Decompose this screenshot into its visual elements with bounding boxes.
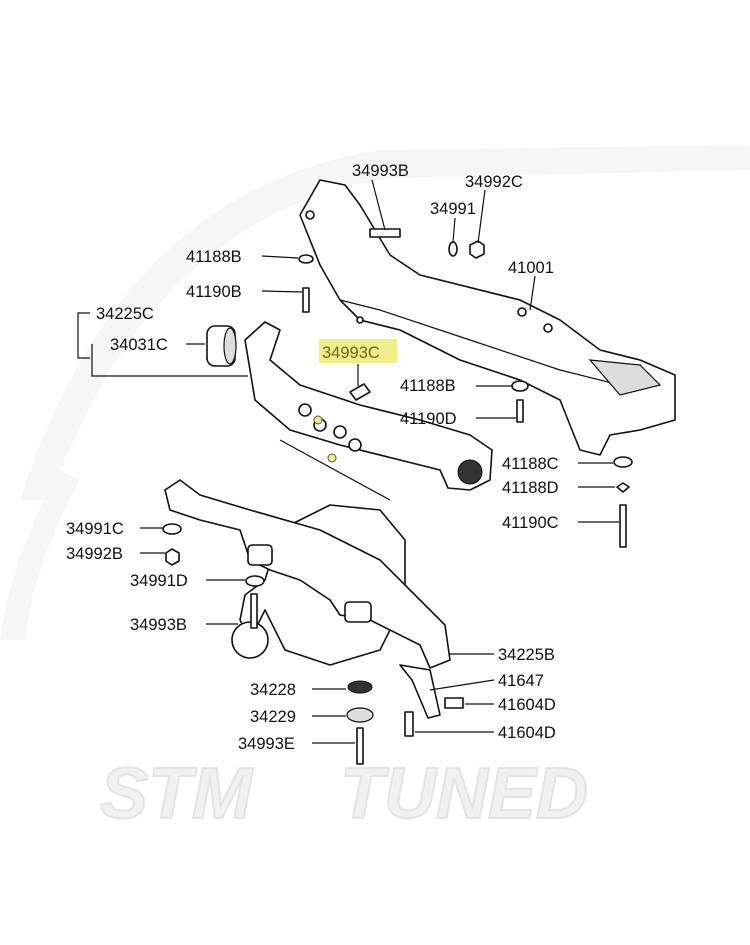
label-34229[interactable]: 34229 <box>250 708 296 726</box>
part-labels: 34993B 34992C 34991 41188B 41001 41190B … <box>66 162 559 753</box>
label-41190b[interactable]: 41190B <box>186 283 242 301</box>
bushing-34031c <box>206 325 237 367</box>
label-41647[interactable]: 41647 <box>498 672 544 690</box>
label-41190c[interactable]: 41190C <box>502 514 559 532</box>
label-34225c[interactable]: 34225C <box>96 305 154 323</box>
label-41001[interactable]: 41001 <box>508 259 554 277</box>
watermark-tuned: TUNED <box>340 754 588 834</box>
label-34031c[interactable]: 34031C <box>110 336 168 354</box>
label-34992c[interactable]: 34992C <box>465 173 523 191</box>
label-41188b-left[interactable]: 41188B <box>186 248 242 266</box>
label-41604d-a[interactable]: 41604D <box>498 696 556 714</box>
label-34993b-lower[interactable]: 34993B <box>130 616 187 634</box>
hardware <box>162 228 633 765</box>
label-41604d-b[interactable]: 41604D <box>498 724 556 742</box>
label-34991d[interactable]: 34991D <box>130 572 188 590</box>
support-34225b <box>164 479 451 719</box>
label-41188d[interactable]: 41188D <box>502 479 559 497</box>
label-34993c-highlighted[interactable]: 34993C <box>322 344 380 362</box>
watermark-stm: STM <box>100 754 254 834</box>
label-34991[interactable]: 34991 <box>430 200 476 218</box>
crossmember-41001 <box>299 179 676 456</box>
label-34993e[interactable]: 34993E <box>238 735 295 753</box>
label-34991c[interactable]: 34991C <box>66 520 124 538</box>
label-34992b[interactable]: 34992B <box>66 545 123 563</box>
label-34228[interactable]: 34228 <box>250 681 296 699</box>
watermark: STM TUNED <box>0 145 750 835</box>
label-34225b[interactable]: 34225B <box>498 646 555 664</box>
label-41188b-right[interactable]: 41188B <box>400 377 456 395</box>
label-41188c[interactable]: 41188C <box>502 455 559 473</box>
support-34225c <box>244 321 493 501</box>
highlight-box <box>319 339 397 363</box>
label-41190d[interactable]: 41190D <box>400 410 457 428</box>
label-34993b-top[interactable]: 34993B <box>352 162 409 180</box>
leader-lines <box>77 179 619 744</box>
